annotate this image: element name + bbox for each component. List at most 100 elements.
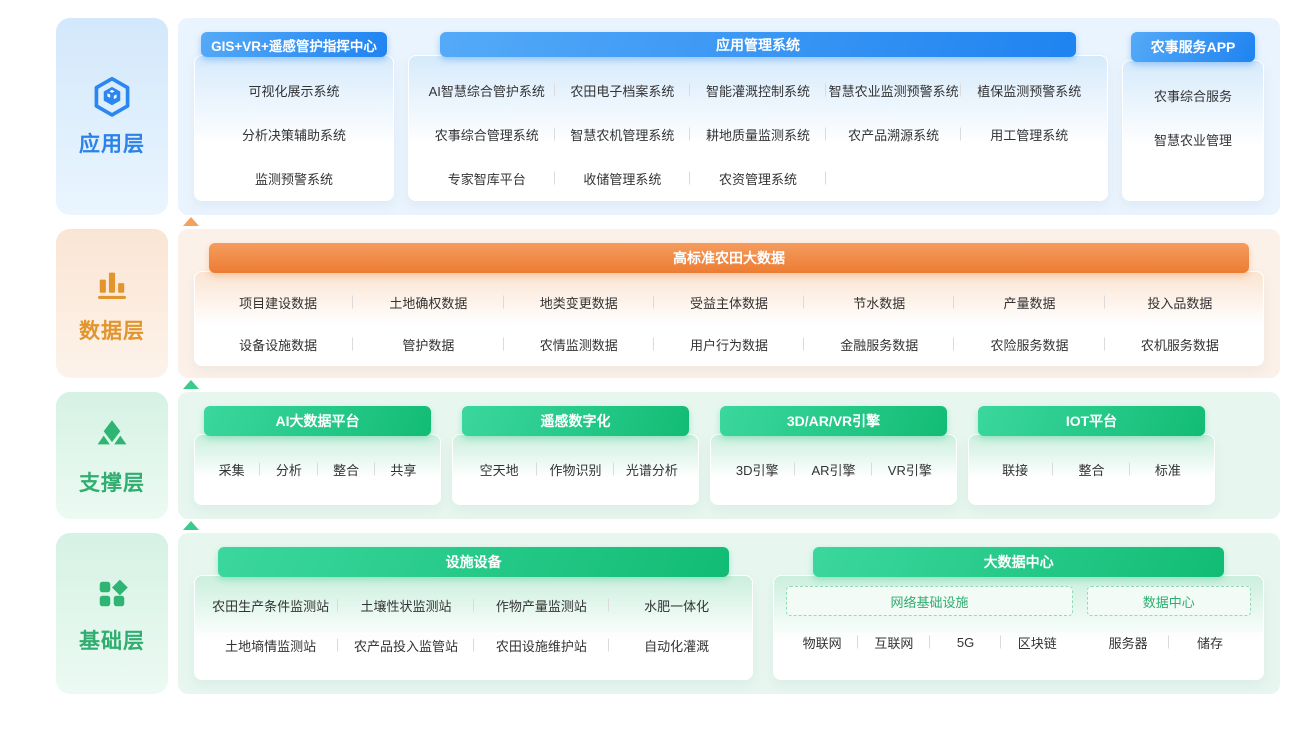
panel-3d-ar-vr-engine: 3D/AR/VR引擎 3D引擎 AR引擎 VR引擎: [710, 406, 957, 505]
panel-bigdata-center: 大数据中心 网络基础设施 数据中心 物联网 互联网 5G 区块链: [773, 547, 1264, 680]
panel-item: 标准: [1154, 462, 1181, 478]
layer-label: 支撑层: [79, 472, 145, 495]
up-arrow-icon: [183, 380, 199, 389]
panel-item: AR引擎: [795, 447, 871, 491]
panel-item: 农资管理系统: [690, 156, 826, 200]
datacenter-subheaders: 网络基础设施 数据中心: [786, 586, 1251, 616]
panel-gis-title: GIS+VR+遥感管护指挥中心: [201, 32, 387, 57]
panel-item: 服务器: [1087, 622, 1169, 662]
application-layer-badge: 应用层: [56, 18, 168, 215]
panel-item: 植保监测预警系统: [977, 83, 1082, 99]
panel-card: 采集 分析 整合 共享: [194, 434, 441, 505]
up-arrow-icon: [183, 521, 199, 530]
panel-item: 智能灌溉控制系统: [690, 68, 826, 112]
panel-facilities-equipment: 设施设备 农田生产条件监测站 土壤性状监测站 作物产量监测站 水肥一体化 土地墒…: [194, 547, 754, 680]
foundation-layer-badge: 基础层: [56, 533, 168, 694]
panel-item: 专家智库平台: [419, 156, 555, 200]
panel-item: 农田设施维护站: [474, 625, 609, 665]
datacenter-items: 物联网 互联网 5G 区块链 服务器 储存: [786, 622, 1251, 662]
subheader-network-infrastructure: 网络基础设施: [786, 586, 1073, 616]
layer-label: 基础层: [79, 630, 145, 653]
panel-service-card: 农事综合服务 智慧农业管理: [1122, 60, 1264, 201]
panel-apps-title: 应用管理系统: [440, 32, 1076, 57]
panel-item: 智慧农业管理: [1153, 132, 1232, 148]
panel-item: 项目建设数据: [203, 281, 353, 323]
subheader-data-center: 数据中心: [1086, 586, 1251, 616]
panel-item: 农产品投入监管站: [338, 625, 473, 665]
panel-item: 水肥一体化: [644, 598, 710, 614]
application-layer-panel: GIS+VR+遥感管护指挥中心 可视化展示系统 分析决策辅助系统 监测预警系统 …: [178, 18, 1280, 215]
panel-item: 节水数据: [804, 281, 954, 323]
panel-farming-service-app: 农事服务APP 农事综合服务 智慧农业管理: [1122, 32, 1264, 201]
panel-item: 互联网: [858, 622, 930, 662]
panel-card: 空天地 作物识别 光谱分析: [452, 434, 699, 505]
layer-support: 支撑层 AI大数据平台 采集 分析 整合 共享 遥感数字化 空天地 作物识别 光…: [56, 380, 1280, 519]
foundation-layer-panel: 设施设备 农田生产条件监测站 土壤性状监测站 作物产量监测站 水肥一体化 土地墒…: [178, 533, 1280, 694]
up-arrow-icon: [183, 217, 199, 226]
panel-item: 产量数据: [954, 281, 1104, 323]
panel-item-empty: [961, 156, 1097, 200]
panel-gis-card: 可视化展示系统 分析决策辅助系统 监测预警系统: [194, 55, 394, 201]
panel-item: 管护数据: [353, 323, 503, 365]
data-layer-badge: 数据层: [56, 229, 168, 378]
panel-item: 收储管理系统: [555, 156, 691, 200]
panel-item: 监测预警系统: [254, 171, 333, 187]
panel-item: 农产品溯源系统: [826, 112, 962, 156]
network-items-group: 物联网 互联网 5G 区块链: [786, 622, 1073, 662]
panel-item: 用工管理系统: [990, 127, 1069, 143]
panel-card: 农田生产条件监测站 土壤性状监测站 作物产量监测站 水肥一体化 土地墒情监测站 …: [194, 575, 754, 680]
layer-application: 应用层 GIS+VR+遥感管护指挥中心 可视化展示系统 分析决策辅助系统 监测预…: [56, 18, 1280, 215]
panel-item: 土壤性状监测站: [338, 585, 473, 625]
panel-item: 农险服务数据: [954, 323, 1104, 365]
panel-item: 5G: [930, 622, 1002, 662]
panel-card: 联接 整合 标准: [968, 434, 1215, 505]
panel-item: 自动化灌溉: [644, 638, 710, 654]
panel-remote-sensing: 遥感数字化 空天地 作物识别 光谱分析: [452, 406, 699, 505]
panel-item: 土地墒情监测站: [203, 625, 338, 665]
panel-apps-card: AI智慧综合管护系统 农田电子档案系统 智能灌溉控制系统 智慧农业监测预警系统 …: [408, 55, 1108, 201]
panel-card: 网络基础设施 数据中心 物联网 互联网 5G 区块链 服务器 储存: [773, 575, 1264, 680]
panel-item: 地类变更数据: [504, 281, 654, 323]
panel-item: 分析决策辅助系统: [241, 127, 346, 143]
panel-card: 3D引擎 AR引擎 VR引擎: [710, 434, 957, 505]
data-layer-panel: 高标准农田大数据 项目建设数据 土地确权数据 地类变更数据 受益主体数据 节水数…: [178, 229, 1280, 378]
panel-item: 区块链: [1017, 635, 1057, 651]
panel-data-card: 项目建设数据 土地确权数据 地类变更数据 受益主体数据 节水数据 产量数据 投入…: [194, 271, 1264, 366]
panel-item: 3D引擎: [719, 447, 795, 491]
panel-service-title: 农事服务APP: [1131, 32, 1255, 62]
panel-item: 受益主体数据: [654, 281, 804, 323]
panel-item: 农田生产条件监测站: [203, 585, 338, 625]
panel-item: 空天地: [461, 447, 537, 491]
panel-title: AI大数据平台: [204, 406, 431, 436]
hexagon-cube-icon: [90, 75, 134, 119]
layer-label: 应用层: [79, 133, 145, 156]
panel-item: 采集: [203, 447, 260, 491]
panel-title: 大数据中心: [813, 547, 1224, 577]
panel-item: 智慧农机管理系统: [555, 112, 691, 156]
panel-item: 作物产量监测站: [474, 585, 609, 625]
panel-item: 共享: [390, 462, 417, 478]
panel-iot-platform: IOT平台 联接 整合 标准: [968, 406, 1215, 505]
panel-gis-command-center: GIS+VR+遥感管护指挥中心 可视化展示系统 分析决策辅助系统 监测预警系统: [194, 32, 394, 201]
panel-application-management: 应用管理系统 AI智慧综合管护系统 农田电子档案系统 智能灌溉控制系统 智慧农业…: [408, 32, 1108, 201]
panel-item: 农情监测数据: [504, 323, 654, 365]
panel-item: 设备设施数据: [203, 323, 353, 365]
mountain-icon: [90, 414, 134, 458]
panel-item-empty: [826, 156, 962, 200]
panel-item: 耕地质量监测系统: [690, 112, 826, 156]
panel-item: 光谱分析: [625, 462, 678, 478]
panel-item: 整合: [318, 447, 375, 491]
support-layer-badge: 支撑层: [56, 392, 168, 519]
panel-item: 智慧农业监测预警系统: [826, 68, 962, 112]
panel-item: 储存: [1197, 635, 1224, 651]
panel-item: 金融服务数据: [804, 323, 954, 365]
datacenter-items-group: 服务器 储存: [1087, 622, 1251, 662]
panel-item: 投入品数据: [1147, 295, 1213, 311]
panel-item: AI智慧综合管护系统: [419, 68, 555, 112]
squares-diamond-icon: [90, 572, 134, 616]
layer-foundation: 基础层 设施设备 农田生产条件监测站 土壤性状监测站 作物产量监测站 水肥一体化…: [56, 521, 1280, 694]
panel-ai-bigdata-platform: AI大数据平台 采集 分析 整合 共享: [194, 406, 441, 505]
panel-item: 物联网: [786, 622, 858, 662]
layer-data: 数据层 高标准农田大数据 项目建设数据 土地确权数据 地类变更数据 受益主体数据…: [56, 217, 1280, 378]
